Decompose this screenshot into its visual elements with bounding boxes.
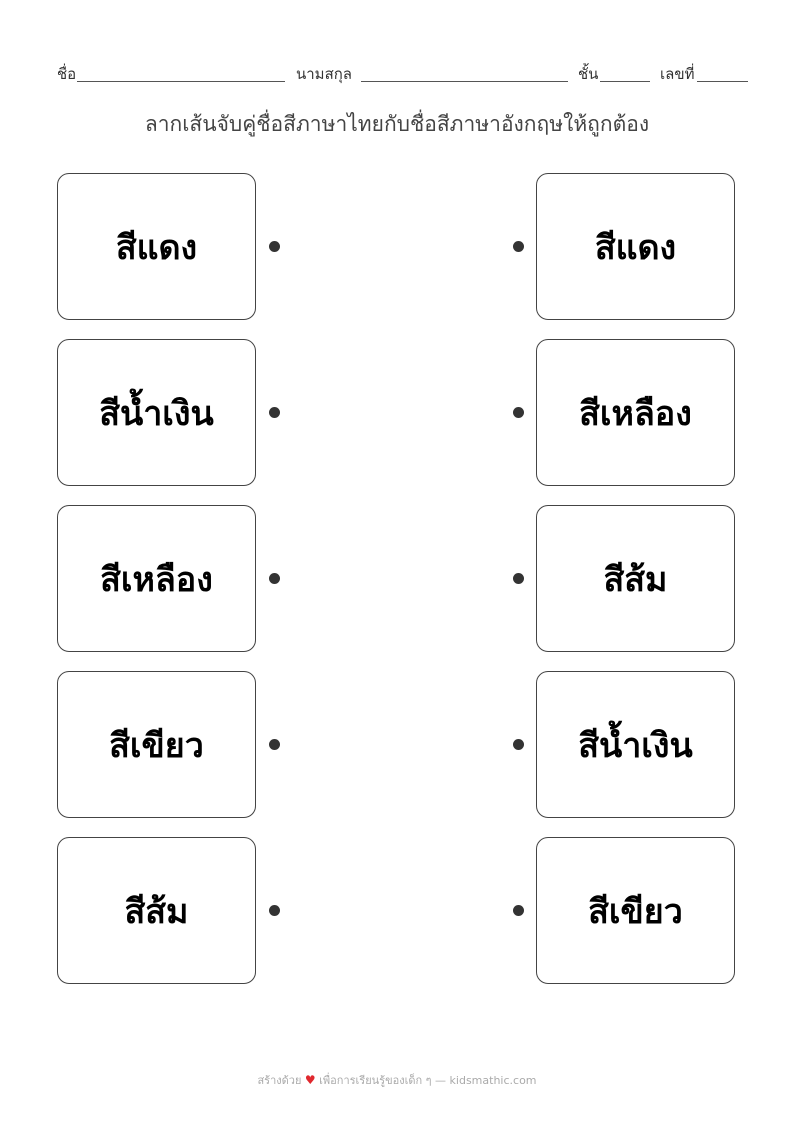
card-label: สีเหลือง — [579, 393, 692, 434]
left-dot-2[interactable] — [269, 407, 280, 418]
number-blank[interactable] — [697, 81, 748, 82]
instructions: ลากเส้นจับคู่ชื่อสีภาษาไทยกับชื่อสีภาษาอ… — [144, 113, 650, 136]
footer: สร้างด้วย ♥ เพื่อการเรียนรู้ของเด็ก ๆ — … — [0, 1071, 794, 1089]
left-dot-4[interactable] — [269, 739, 280, 750]
surname-label: นามสกุล — [296, 66, 352, 83]
right-card-2[interactable]: สีเหลือง — [536, 339, 735, 486]
footer-suffix: เพื่อการเรียนรู้ของเด็ก ๆ — kidsmathic.c… — [319, 1074, 537, 1087]
left-card-3[interactable]: สีเหลือง — [57, 505, 256, 652]
card-label: สีเขียว — [588, 891, 683, 932]
card-label: สีน้ำเงิน — [578, 725, 693, 766]
right-card-5[interactable]: สีเขียว — [536, 837, 735, 984]
footer-prefix: สร้างด้วย — [257, 1074, 302, 1087]
class-label: ชั้น — [578, 66, 599, 83]
left-card-1[interactable]: สีแดง — [57, 173, 256, 320]
class-blank[interactable] — [600, 81, 650, 82]
card-label: สีส้ม — [124, 891, 189, 932]
right-card-4[interactable]: สีน้ำเงิน — [536, 671, 735, 818]
surname-blank[interactable] — [361, 81, 568, 82]
right-card-1[interactable]: สีแดง — [536, 173, 735, 320]
name-blank[interactable] — [77, 81, 285, 82]
right-dot-5[interactable] — [513, 905, 524, 916]
right-dot-4[interactable] — [513, 739, 524, 750]
right-dot-3[interactable] — [513, 573, 524, 584]
name-label: ชื่อ — [57, 66, 77, 83]
left-card-5[interactable]: สีส้ม — [57, 837, 256, 984]
left-card-4[interactable]: สีเขียว — [57, 671, 256, 818]
left-card-2[interactable]: สีน้ำเงิน — [57, 339, 256, 486]
heart-icon: ♥ — [304, 1073, 316, 1087]
number-label: เลขที่ — [660, 66, 695, 83]
card-label: สีส้ม — [603, 559, 668, 600]
card-label: สีแดง — [594, 227, 677, 268]
left-dot-5[interactable] — [269, 905, 280, 916]
card-label: สีแดง — [115, 227, 198, 268]
card-label: สีเขียว — [109, 725, 204, 766]
left-dot-3[interactable] — [269, 573, 280, 584]
card-label: สีเหลือง — [100, 559, 213, 600]
right-card-3[interactable]: สีส้ม — [536, 505, 735, 652]
left-dot-1[interactable] — [269, 241, 280, 252]
right-dot-1[interactable] — [513, 241, 524, 252]
right-dot-2[interactable] — [513, 407, 524, 418]
student-info-line: ชื่อ นามสกุล ชั้น เลขที่ — [57, 62, 748, 86]
card-label: สีน้ำเงิน — [99, 393, 214, 434]
